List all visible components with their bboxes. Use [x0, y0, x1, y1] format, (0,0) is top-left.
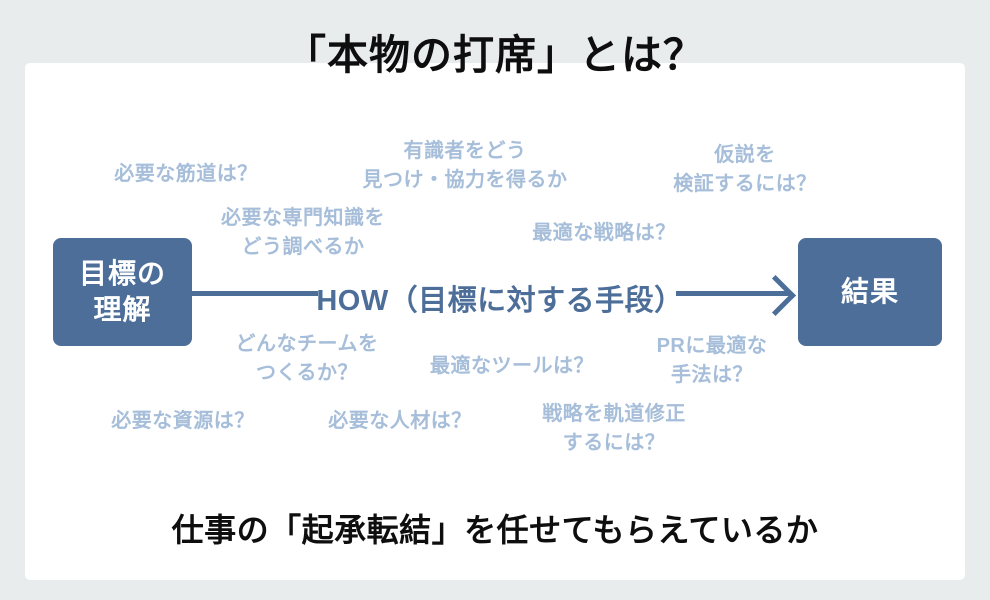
- arrow-line-left-segment: [192, 291, 318, 296]
- bottom-caption: 仕事の「起承転結」を任せてもらえているか: [171, 512, 819, 548]
- arrow-line-right-segment: [676, 291, 790, 296]
- question-expert-knowledge: 必要な専門知識を どう調べるか: [221, 207, 385, 258]
- question-course-correction: 戦略を軌道修正 するには？: [542, 403, 686, 454]
- page-title: 「本物の打席」とは？: [285, 32, 705, 78]
- question-experts-cooperation: 有識者をどう 見つけ・協力を得るか: [362, 140, 568, 191]
- question-necessary-path: 必要な筋道は？: [114, 163, 258, 185]
- question-verify-hypothesis: 仮説を 検証するには？: [673, 144, 817, 195]
- result-box: 結果: [798, 238, 942, 346]
- question-necessary-people: 必要な人材は？: [328, 410, 472, 432]
- arrow-how-label: HOW（目標に対する手段）: [316, 285, 684, 317]
- question-best-strategy: 最適な戦略は？: [532, 222, 676, 244]
- question-necessary-resources: 必要な資源は？: [111, 410, 255, 432]
- question-what-team: どんなチームを つくるか？: [235, 333, 379, 384]
- question-best-pr-method: PRに最適な 手法は？: [656, 335, 768, 386]
- question-best-tool: 最適なツールは？: [430, 355, 594, 377]
- goal-understanding-box: 目標の 理解: [53, 238, 192, 346]
